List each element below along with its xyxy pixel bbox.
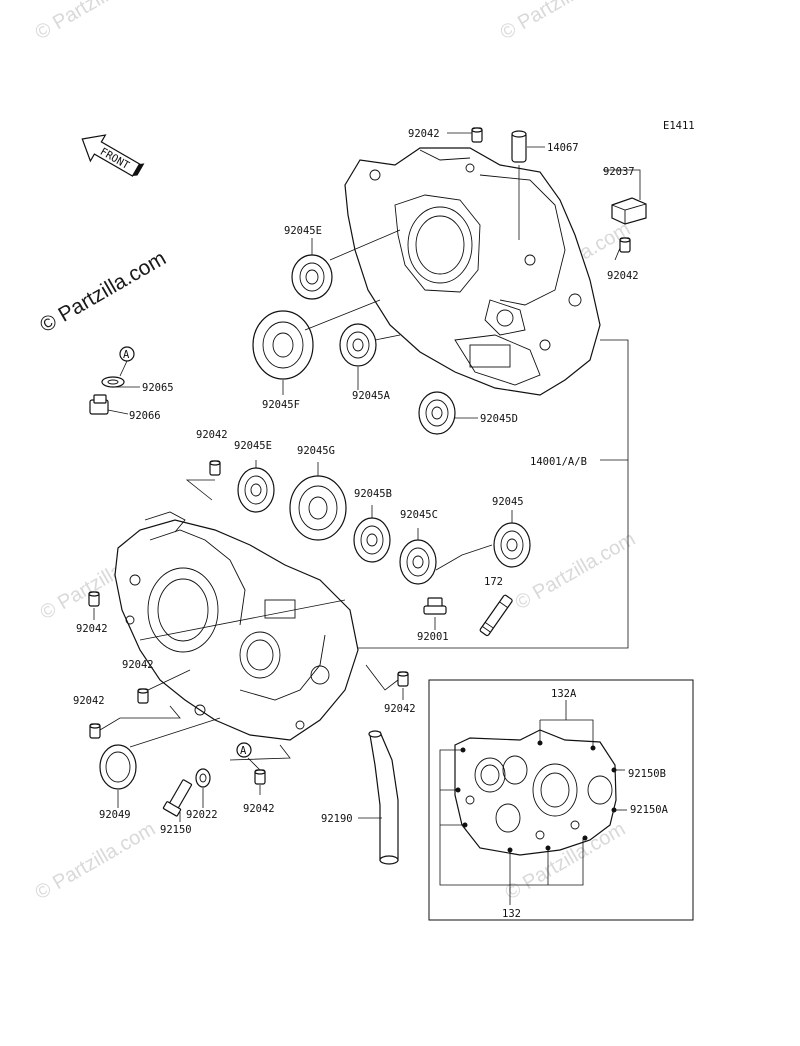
inset-box xyxy=(428,679,694,921)
label-92049: 92049 xyxy=(99,809,131,821)
hose-92190 xyxy=(368,730,399,865)
bearing-92045B xyxy=(353,517,391,563)
label-92045E-mid: 92045E xyxy=(234,440,272,452)
washer-92022 xyxy=(195,768,211,788)
front-arrow-icon: FRONT xyxy=(81,134,145,177)
label-92045A: 92045A xyxy=(352,390,391,402)
bearing-92045F xyxy=(252,310,314,380)
label-92042-bot: 92042 xyxy=(243,803,275,815)
right-crankcase-half xyxy=(344,147,601,396)
bearing-92045 xyxy=(493,522,531,568)
left-crankcase-half xyxy=(114,511,359,741)
pin-92042-l3 xyxy=(89,723,101,739)
label-92045C: 92045C xyxy=(400,509,438,521)
bearing-92045C xyxy=(399,539,437,585)
label-92045B: 92045B xyxy=(354,488,392,500)
bracket-92037 xyxy=(611,197,647,225)
bearing-92045A xyxy=(339,323,377,367)
watermark-tile: © Partzilla.com xyxy=(32,818,160,904)
pin-92042-bot xyxy=(254,769,266,785)
label-92037: 92037 xyxy=(603,166,635,178)
diagram-code: E1411 xyxy=(663,120,695,132)
label-92150B: 92150B xyxy=(628,768,666,780)
pin-92042-l1 xyxy=(88,591,100,607)
bearing-92045D xyxy=(418,391,456,435)
plug-92066 xyxy=(89,394,109,415)
bearing-92045E-mid xyxy=(237,467,275,513)
label-92150A: 92150A xyxy=(630,804,669,816)
label-92042-right: 92042 xyxy=(607,270,639,282)
washer-92065 xyxy=(101,376,125,388)
label-92150: 92150 xyxy=(160,824,192,836)
callout-a-top: A xyxy=(119,346,135,362)
stud-172 xyxy=(479,594,513,637)
label-132: 132 xyxy=(502,908,521,920)
label-92042-r2: 92042 xyxy=(384,703,416,715)
label-132A: 132A xyxy=(551,688,577,700)
bolt-92001 xyxy=(423,597,447,615)
label-92042-l3: 92042 xyxy=(73,695,105,707)
pin-92042-mid xyxy=(209,460,221,476)
dowel-pipe-14067 xyxy=(511,130,527,163)
label-92042-top: 92042 xyxy=(408,128,440,140)
watermark-tile: © Partzilla.com xyxy=(497,0,625,44)
callout-a-bottom: A xyxy=(236,742,252,758)
label-92022: 92022 xyxy=(186,809,218,821)
label-92045D: 92045D xyxy=(480,413,518,425)
label-92042-l1: 92042 xyxy=(76,623,108,635)
callout-a-top-label: A xyxy=(123,349,130,361)
watermark-tile: © Partzilla.com xyxy=(32,0,160,44)
label-92065: 92065 xyxy=(142,382,174,394)
pin-92042-top xyxy=(471,127,483,143)
callout-a-bottom-label: A xyxy=(240,745,247,757)
label-92045E-top: 92045E xyxy=(284,225,322,237)
watermark-tile: © Partzilla.com xyxy=(512,528,640,614)
label-92042-mid: 92042 xyxy=(196,429,228,441)
label-92045F: 92045F xyxy=(262,399,300,411)
bearing-92045E-top xyxy=(291,254,333,300)
label-14001: 14001/A/B xyxy=(530,456,587,468)
pin-92042-r2 xyxy=(397,671,409,687)
leader-lines-lower xyxy=(93,460,513,822)
leader-lines-upper xyxy=(107,132,641,649)
label-14067: 14067 xyxy=(547,142,579,154)
pin-92042-right xyxy=(619,237,631,253)
label-92001: 92001 xyxy=(417,631,449,643)
bearing-92045G xyxy=(289,475,347,541)
pin-92042-l2 xyxy=(137,688,149,704)
label-92045: 92045 xyxy=(492,496,524,508)
label-92045G: 92045G xyxy=(297,445,335,457)
oil-seal-92049 xyxy=(99,744,137,790)
label-92190: 92190 xyxy=(321,813,353,825)
label-92042-l2: 92042 xyxy=(122,659,154,671)
part-labels: 92042 14067 92037 92042 92045E 92065 920… xyxy=(73,128,669,920)
bolt-92150 xyxy=(162,779,193,817)
label-92066: 92066 xyxy=(129,410,161,422)
label-172: 172 xyxy=(484,576,503,588)
partzilla-watermark: © Partzilla.com xyxy=(36,247,170,338)
